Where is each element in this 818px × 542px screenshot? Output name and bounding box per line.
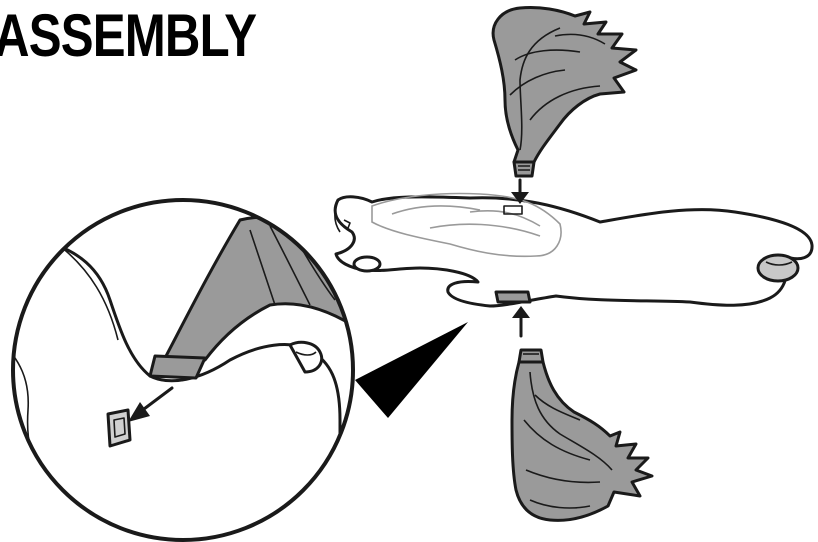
zoom-connector [355,322,468,418]
toy-body [335,194,812,307]
wing-bottom [512,306,652,520]
wing-top [493,7,636,204]
zoom-detail [0,200,360,542]
